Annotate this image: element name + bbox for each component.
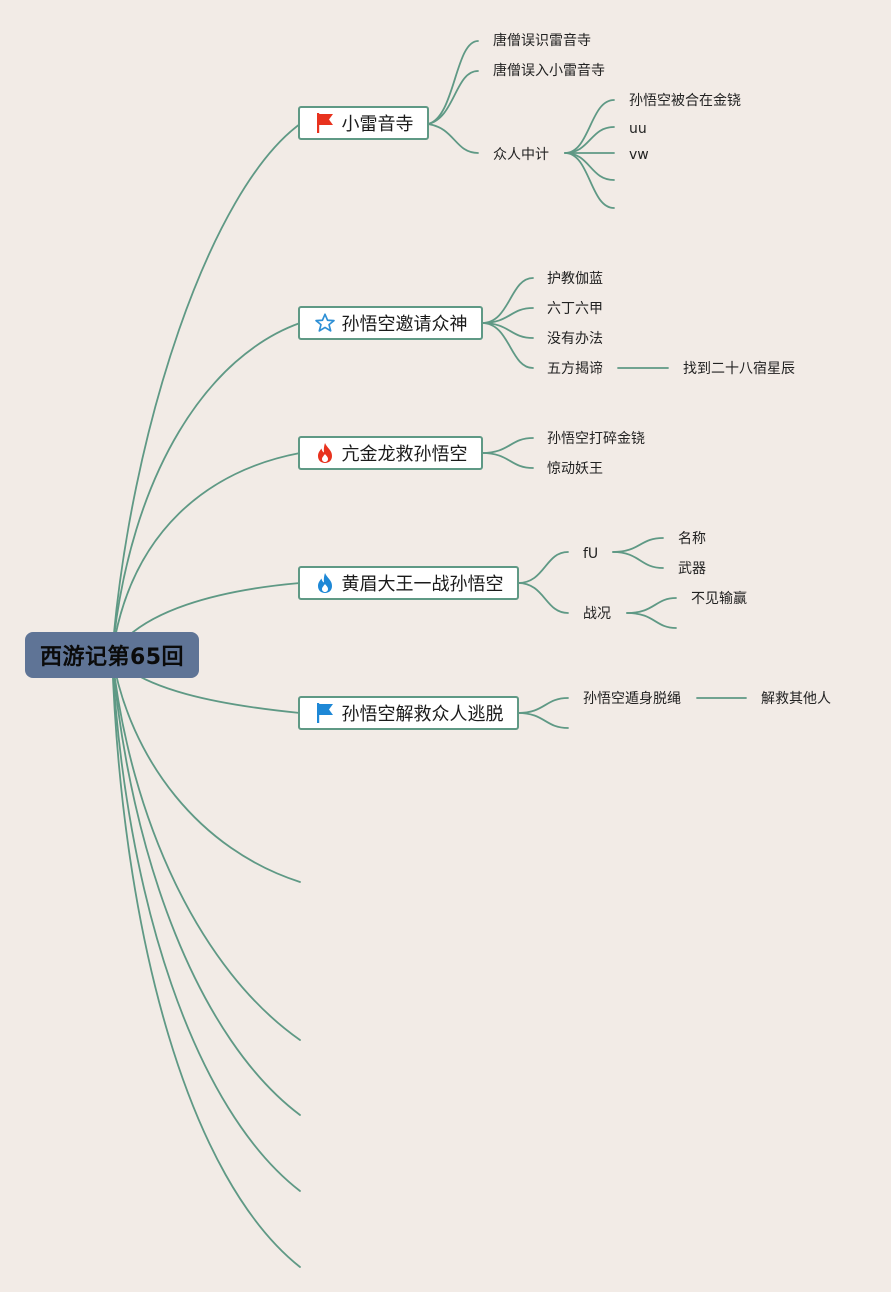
main-topic-label: 孙悟空解救众人逃脱 xyxy=(341,704,504,725)
main-topic-invite-gods[interactable]: 孙悟空邀请众神 xyxy=(298,306,483,340)
main-topic-label: 黄眉大王一战孙悟空 xyxy=(341,574,504,595)
link-root-b1 xyxy=(111,322,301,656)
subtopic[interactable]: 不见输赢 xyxy=(689,590,749,608)
subtopic[interactable]: fU xyxy=(581,545,601,563)
link-b0-c2 xyxy=(427,123,479,154)
link-root-b6 xyxy=(111,654,301,1041)
main-topic-label: 小雷音寺 xyxy=(341,114,414,135)
link-b2-c1 xyxy=(481,452,534,469)
subtopic[interactable]: 孙悟空打碎金铙 xyxy=(545,430,647,448)
fire-icon xyxy=(314,442,336,464)
link-b0-c2-g1 xyxy=(564,126,615,154)
subtopic[interactable]: 没有办法 xyxy=(545,330,605,348)
link-b3-c0-g0 xyxy=(612,537,664,553)
link-b3-c1 xyxy=(517,582,569,614)
link-b3-c1-g1 xyxy=(626,612,677,629)
link-b3-c1-g0 xyxy=(626,597,677,614)
link-root-b2 xyxy=(111,452,301,656)
main-topic-huangmei-battle[interactable]: 黄眉大王一战孙悟空 xyxy=(298,566,519,600)
subtopic[interactable]: vw xyxy=(627,146,651,164)
link-b3-c0 xyxy=(517,551,569,584)
main-topic-label: 孙悟空邀请众神 xyxy=(341,314,468,335)
subtopic[interactable]: uu xyxy=(627,120,649,138)
main-topic-label: 亢金龙救孙悟空 xyxy=(341,444,468,465)
link-b0-c0 xyxy=(427,40,479,125)
main-topic-xiaoleiyinsi[interactable]: 小雷音寺 xyxy=(298,106,429,140)
link-b2-c0 xyxy=(481,437,534,454)
subtopic[interactable]: 唐僧误识雷音寺 xyxy=(491,32,593,50)
main-topic-kangjinlong[interactable]: 亢金龙救孙悟空 xyxy=(298,436,483,470)
link-b0-c1 xyxy=(427,70,479,125)
link-b1-c3 xyxy=(481,322,534,369)
link-root-b9 xyxy=(111,654,301,1268)
subtopic[interactable]: 五方揭谛 xyxy=(545,360,605,378)
flame-blue-icon xyxy=(314,572,336,594)
main-topic-rescue-escape[interactable]: 孙悟空解救众人逃脱 xyxy=(298,696,519,730)
subtopic[interactable]: 六丁六甲 xyxy=(545,300,605,318)
subtopic[interactable]: 唐僧误入小雷音寺 xyxy=(491,62,607,80)
subtopic[interactable]: 孙悟空被合在金铙 xyxy=(627,92,743,110)
link-b0-c2-g4 xyxy=(564,152,615,209)
link-root-b5 xyxy=(111,654,301,883)
link-root-b7 xyxy=(111,654,301,1116)
subtopic[interactable]: 战况 xyxy=(581,605,613,623)
link-b4-c0 xyxy=(517,697,569,714)
subtopic[interactable]: 护教伽蓝 xyxy=(545,270,605,288)
star-icon xyxy=(314,312,336,334)
subtopic[interactable]: 解救其他人 xyxy=(759,690,833,708)
subtopic[interactable]: 孙悟空遁身脱绳 xyxy=(581,690,683,708)
link-b4-c1 xyxy=(517,712,569,729)
root-topic-label: 西游记第65回 xyxy=(39,645,185,670)
blue-flag-icon xyxy=(314,702,336,724)
red-flag-icon xyxy=(314,112,336,134)
subtopic[interactable]: 惊动妖王 xyxy=(545,460,605,478)
link-b0-c2-g0 xyxy=(564,99,615,154)
subtopic[interactable]: 找到二十八宿星辰 xyxy=(681,360,797,378)
link-b0-c2-g3 xyxy=(564,152,615,181)
link-root-b0 xyxy=(111,123,301,656)
subtopic[interactable]: 众人中计 xyxy=(491,146,551,164)
link-root-b8 xyxy=(111,654,301,1192)
root-topic[interactable]: 西游记第65回 xyxy=(25,632,199,678)
subtopic[interactable]: 武器 xyxy=(676,560,708,578)
subtopic[interactable]: 名称 xyxy=(676,530,708,548)
link-b3-c0-g1 xyxy=(612,551,664,569)
